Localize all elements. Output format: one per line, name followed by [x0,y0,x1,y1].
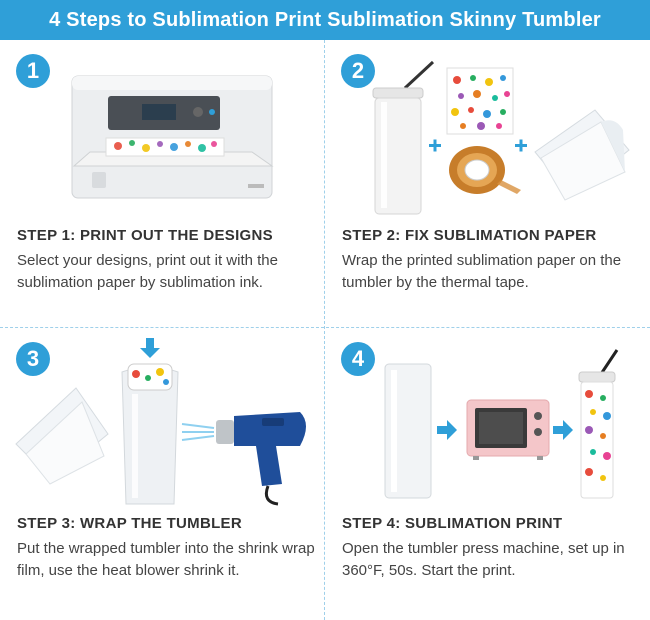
patterned-paper-icon [446,67,514,135]
vertical-divider [324,40,325,620]
step-description: Wrap the printed sublimation paper on th… [342,252,622,291]
step-title: STEP 2: FIX SUBLIMATION PAPER [342,227,597,244]
step-panel-4: 4 [325,328,650,616]
shrink-wrap-icon [121,363,179,505]
step-number-badge: 4 [341,342,375,376]
tumbler-icon [372,60,435,215]
page-title: 4 Steps to Sublimation Print Sublimation… [49,8,601,31]
step-description: Open the tumbler press machine, set up i… [342,540,625,579]
arrow-right-icon [437,420,457,440]
thermal-tape-icon [449,146,521,194]
oven-icon [466,399,550,460]
sublimation-paper-icon [15,387,109,485]
tumbler-icon [384,363,432,499]
step-panel-1: 1 STEP 1: PRINT OUT THE DESIGNS Select y… [0,40,325,328]
heat-gun-icon [216,412,306,506]
step-number-badge: 1 [16,54,50,88]
step3-illustration [15,338,306,506]
step-title: STEP 3: WRAP THE TUMBLER [17,515,242,532]
step-description: Put the wrapped tumbler into the shrink … [17,540,315,579]
sublimation-paper-icon [534,109,630,201]
step-description: Select your designs, print out it with t… [17,252,278,291]
step-title: STEP 4: SUBLIMATION PRINT [342,515,563,532]
step4-illustration [384,349,619,499]
step-title: STEP 1: PRINT OUT THE DESIGNS [17,227,273,244]
arrow-right-icon [553,420,573,440]
printer-icon [71,75,274,199]
step-number-badge: 3 [16,342,50,376]
step2-illustration [372,60,630,215]
page-header: 4 Steps to Sublimation Print Sublimation… [0,0,650,40]
arrow-down-icon [140,338,160,358]
step-number-badge: 2 [341,54,375,88]
step-panel-2: 2 [325,40,650,328]
finished-tumbler-icon [578,349,619,499]
plus-icon [429,139,441,152]
plus-icon [515,139,527,152]
horizontal-divider [0,327,650,328]
step-panel-3: 3 [0,328,325,616]
